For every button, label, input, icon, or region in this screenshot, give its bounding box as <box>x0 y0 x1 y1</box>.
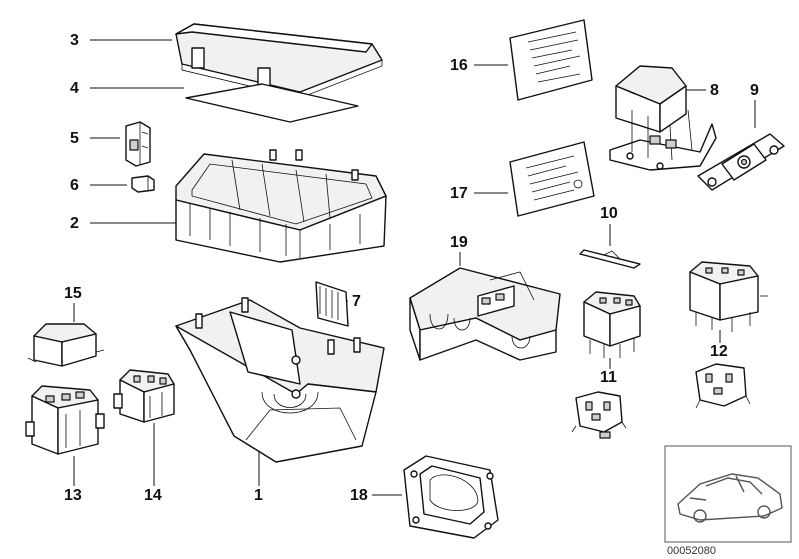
label-12: 12 <box>710 343 728 360</box>
label-6: 6 <box>70 177 79 194</box>
label-11: 11 <box>600 369 617 386</box>
part-12-pin-view <box>695 363 751 409</box>
part-8-carrier <box>609 65 717 171</box>
part-callouts: 3 4 5 6 2 15 7 1 13 14 18 16 17 8 9 10 1 <box>64 32 759 504</box>
part-1-lower-housing <box>175 297 385 463</box>
reference-number: 00052080 <box>667 545 716 557</box>
label-18: 18 <box>350 487 368 504</box>
part-17-label-card <box>509 141 595 217</box>
label-16: 16 <box>450 57 468 74</box>
label-9: 9 <box>750 82 759 99</box>
label-8: 8 <box>710 82 719 99</box>
part-11-pin-view <box>571 391 627 439</box>
part-2-fuse-box <box>175 149 387 263</box>
label-3: 3 <box>70 32 79 49</box>
part-4-gasket-sheet <box>185 83 359 123</box>
part-16-label-card <box>509 19 593 101</box>
part-11-socket <box>583 291 641 358</box>
label-10: 10 <box>600 205 618 222</box>
part-19-tray <box>409 267 561 361</box>
label-14: 14 <box>144 487 162 504</box>
part-12-socket <box>689 261 768 332</box>
part-5-clip <box>125 121 151 167</box>
label-15: 15 <box>64 285 82 302</box>
label-4: 4 <box>70 80 79 97</box>
label-19: 19 <box>450 234 468 251</box>
part-3-cover <box>175 23 383 99</box>
part-6-fuse <box>131 175 155 193</box>
vehicle-thumbnail: 00052080 <box>664 445 792 557</box>
label-17: 17 <box>450 185 468 202</box>
label-5: 5 <box>70 130 79 147</box>
label-7: 7 <box>352 293 361 310</box>
label-2: 2 <box>70 215 79 232</box>
part-9-plate <box>697 133 785 191</box>
part-13-socket <box>25 385 105 455</box>
part-15-cap <box>27 323 105 367</box>
part-18-frame <box>403 455 499 539</box>
label-13: 13 <box>64 487 82 504</box>
part-10-strip <box>579 249 641 269</box>
part-7-bracket <box>315 281 349 327</box>
part-14-socket <box>113 369 175 423</box>
label-1: 1 <box>254 487 263 504</box>
